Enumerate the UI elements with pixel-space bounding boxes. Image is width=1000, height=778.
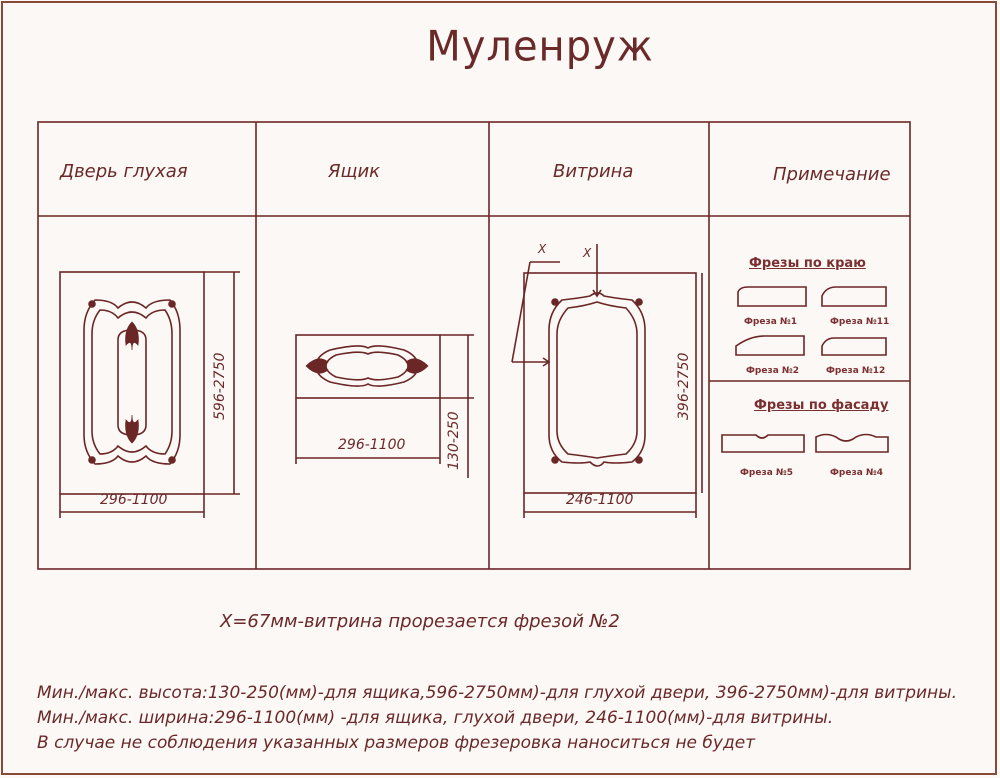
showcase-outline — [523, 272, 697, 494]
door-ornament-top — [125, 321, 139, 351]
door-ornament-bottom — [125, 414, 139, 444]
cutter-2-profile — [735, 335, 805, 356]
drawer-height-label: 130-250 — [446, 411, 462, 471]
header-drawer: Ящик — [328, 161, 381, 182]
cutter-5-profile — [721, 434, 805, 453]
showcase-height-label: 396-2750 — [676, 352, 692, 420]
x-arrow-1 — [542, 357, 551, 367]
showcase-width-label: 246-1100 — [566, 492, 634, 508]
drawer-outline — [295, 334, 441, 399]
header-door: Дверь глухая — [60, 161, 188, 182]
cutter-4-label: Фреза №4 — [830, 468, 883, 478]
x-note: X=67мм-витрина прорезается фрезой №2 — [220, 611, 620, 632]
x-mark-label: X — [583, 246, 592, 260]
door-corner-dot — [168, 456, 176, 464]
drawer-width-label: 296-1100 — [338, 437, 406, 453]
cutter-5-label: Фреза №5 — [740, 468, 793, 478]
cutter-11-profile — [821, 286, 887, 307]
footer-line: В случае не соблюдения указанных размеро… — [37, 733, 756, 753]
cutter-12-profile — [821, 337, 887, 356]
door-outline — [59, 271, 205, 495]
showcase-corner-dot — [635, 456, 643, 464]
showcase-corner-dot — [635, 298, 643, 306]
table-border — [37, 121, 911, 570]
footer-line: Мин./макс. высота:130-250(мм)-для ящика,… — [37, 683, 957, 703]
showcase-corner-dot — [551, 298, 559, 306]
door-panel — [117, 329, 147, 436]
door-corner-dot — [168, 300, 176, 308]
door-frame-outer — [83, 299, 181, 465]
door-height-label: 596-2750 — [212, 352, 228, 420]
door-width-label: 296-1100 — [100, 492, 168, 508]
showcase-corner-dot — [551, 456, 559, 464]
x-arrow-2 — [592, 289, 602, 298]
showcase-frame-outer — [548, 292, 646, 467]
drawer-ornament-right — [405, 358, 429, 374]
cutter-4-profile — [815, 433, 889, 453]
footer-line: Мин./макс. ширина:296-1100(мм) -для ящик… — [37, 708, 834, 728]
page-title: Муленруж — [426, 22, 654, 72]
edge-cutters-title: Фрезы по краю — [749, 256, 866, 271]
x-leader-diag — [511, 261, 531, 363]
facade-cutters-title: Фрезы по фасаду — [754, 398, 889, 413]
cutter-1-profile — [737, 286, 807, 307]
drawer-ornament-left — [305, 358, 329, 374]
door-corner-dot — [88, 300, 96, 308]
drawer-frame-inner — [325, 351, 409, 381]
showcase-frame-inner — [556, 301, 638, 459]
header-note: Примечание — [773, 164, 891, 185]
door-frame-inner — [91, 309, 173, 455]
cutter-11-label: Фреза №11 — [830, 317, 890, 327]
cutter-12-label: Фреза №12 — [826, 366, 886, 376]
x-mark-label: X — [538, 242, 547, 256]
door-corner-dot — [88, 456, 96, 464]
cutter-1-label: Фреза №1 — [744, 317, 797, 327]
header-showcase: Витрина — [553, 161, 634, 182]
drawer-frame-outer — [315, 345, 419, 387]
cutter-2-label: Фреза №2 — [746, 366, 799, 376]
